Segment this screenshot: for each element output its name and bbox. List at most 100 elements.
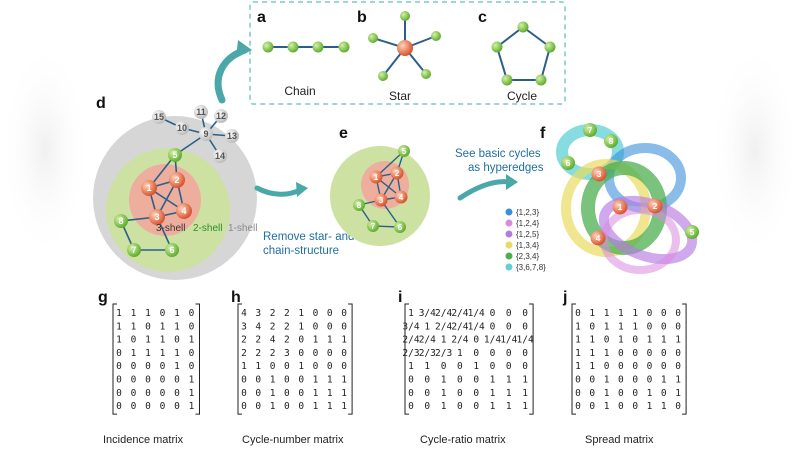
panel-h-label: h [231,289,241,306]
matrix-cell: 2 [284,321,290,332]
matrix-cell: 1 [604,308,610,319]
matrix-cell: 1 [441,335,447,346]
matrix-cell: 1 [160,348,166,359]
legend-swatch [505,252,513,260]
star-node [431,31,441,41]
f-node-3 [591,166,607,182]
matrix-cell: 1 [604,388,610,399]
matrix-cell: 0 [575,388,581,399]
star-node [400,11,410,21]
spread-matrix-caption: Spread matrix [585,434,654,446]
matrix-cell: 1 [131,321,137,332]
matrix-cell: 1 [270,401,276,412]
matrix-cell: 2/4 [451,335,468,346]
panel-e-label: e [339,125,348,142]
matrix-cell: 0 [270,361,276,372]
matrix-cell: 2 [284,335,290,346]
hypergraph-node-labels: 1 2 3 4 5 6 7 8 [566,125,695,243]
matrix-cell: 0 [575,375,581,386]
hypergraph-rings [556,124,698,274]
e-node-4 [394,190,408,204]
chain-node [338,41,350,53]
matrix-cell: 1 [255,361,261,372]
d-node-13 [225,129,239,143]
matrix-cell: 0 [284,375,290,386]
matrix-cell: 1 [424,361,430,372]
legend-swatch [505,241,513,249]
matrix-cell: 0 [457,401,463,412]
matrix-cell: 1 [131,308,137,319]
matrix-cell: 1 [160,335,166,346]
e-node-label: 2 [395,169,400,178]
panel-i-label: i [398,289,402,306]
matrix-cell: 4 [270,335,276,346]
f-node-label: 5 [690,227,695,237]
matrix-cell: 0 [589,388,595,399]
d-node-label: 15 [154,112,164,122]
cycle-node [517,21,529,33]
matrix-cell: 0 [490,321,496,332]
star-node [378,71,388,81]
matrix-cell: 0 [575,401,581,412]
d-node-10 [175,121,189,135]
curved-arrow-up [214,46,249,104]
matrix-cell: 1/4 [468,321,485,332]
matrix-cell: 1 [189,375,195,386]
matrix-cell: 0 [589,321,595,332]
matrix-cell: 1 [408,361,414,372]
matrix-cell: 1 [632,321,638,332]
matrix-cell: 0 [408,401,414,412]
matrix-cell: 0 [160,401,166,412]
matrix-cell: 0 [341,361,347,372]
matrix-right-bracket [529,303,534,415]
matrix-cell: 1 [618,335,624,346]
matrix-cell: 0 [490,348,496,359]
matrix-cell: 0 [189,348,195,359]
shell-2-label: 2-shell [193,223,222,234]
matrix-cell: 0 [506,308,512,319]
matrix-cell: 0 [160,375,166,386]
f-node-label: 6 [566,158,571,168]
star-caption: Star [389,89,411,103]
matrix-cell: 1 [647,401,653,412]
matrix-cell: 1 [675,335,681,346]
d-node-label: 3 [154,212,159,222]
d-node-label: 10 [177,123,187,133]
matrix-cell: 1 [604,401,610,412]
d-node-11 [194,105,208,119]
matrix-cell: 0 [298,388,304,399]
d-node-15 [152,110,166,124]
d-node-1 [141,180,157,196]
matrix-cell: 1 [441,388,447,399]
matrix-cell: 1 [174,361,180,372]
matrix-cell: 1 [661,401,667,412]
matrix-cell: 1 [131,348,137,359]
matrix-cell: 0 [341,348,347,359]
matrix-cell: 1 [174,308,180,319]
matrix-cell: 0 [255,375,261,386]
matrix-cell: 2/3 [435,348,452,359]
matrix-cell: 1 [341,375,347,386]
cycle-node [535,74,547,86]
incidence-matrix-caption: Incidence matrix [103,434,184,446]
matrix-cell: 1 [647,335,653,346]
matrix-cell: 1/4 [517,335,534,346]
f-node-label: 4 [596,233,601,243]
matrix-cell: 0 [424,388,430,399]
panel-g-label: g [98,289,108,306]
f-node-label: 1 [618,202,623,212]
d-node-label: 6 [169,245,174,255]
matrix-cell: 3 [241,321,247,332]
matrix-cell: 1 [575,321,581,332]
matrix-cell: 1 [522,375,528,386]
matrix-cell: 1 [270,375,276,386]
matrix-cell: 0 [131,401,137,412]
matrix-cell: 2 [270,308,276,319]
matrix-cell: 0 [675,348,681,359]
e-node-label: 8 [357,201,362,210]
legend-item: {1,3,4} [516,241,539,250]
panel-d-label: d [96,95,106,112]
matrix-cell: 0 [473,375,479,386]
matrix-cell: 1/4 [484,335,501,346]
e-node-6 [394,221,406,233]
